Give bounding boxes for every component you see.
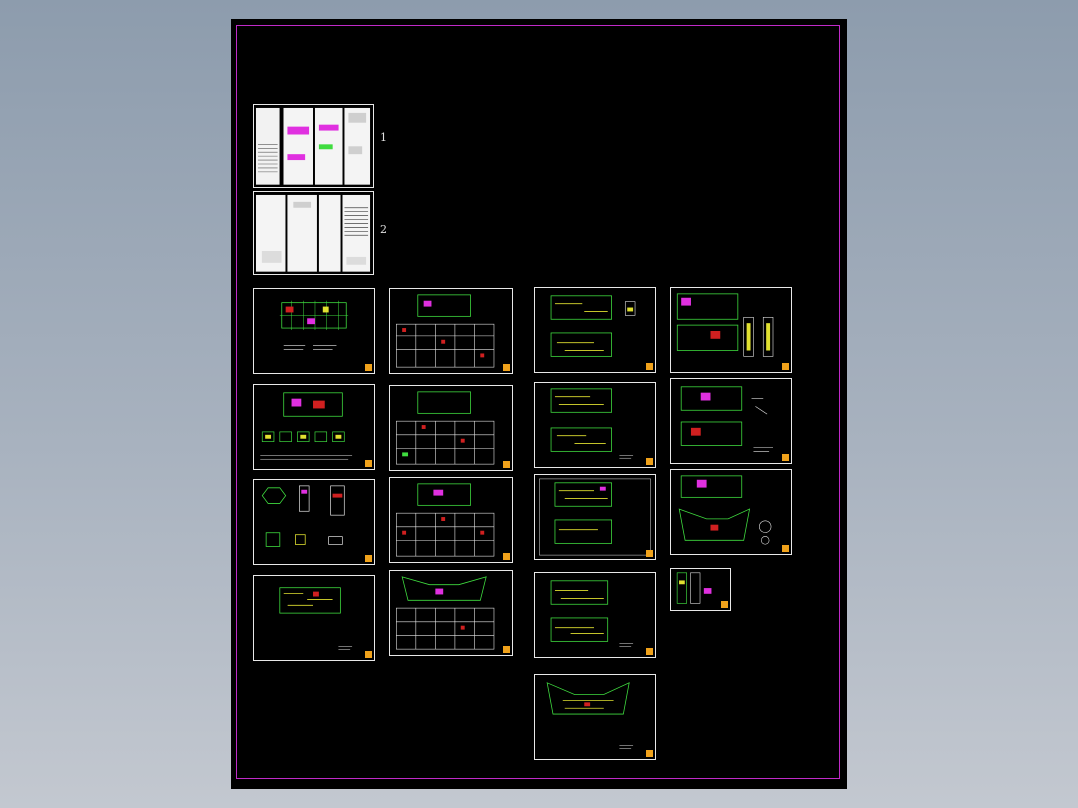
plan-sheet-c3-r3-drawing xyxy=(539,478,651,556)
table-sheet-c2-r2-drawing xyxy=(396,391,495,465)
title-block-stamp xyxy=(646,363,653,370)
plan-sheet-c1-r1[interactable] xyxy=(253,288,375,374)
title-block-stamp xyxy=(365,460,372,467)
detail-sheet-c1-r3[interactable] xyxy=(253,479,375,565)
plan-sheet-c3-r5-drawing xyxy=(546,682,634,749)
plan-sheet-c3-r2[interactable] xyxy=(534,382,656,468)
cover-sheet-2[interactable] xyxy=(253,191,374,275)
detail-sheet-c4-r3[interactable] xyxy=(670,469,792,555)
plan-sheet-c1-r2[interactable] xyxy=(253,384,375,470)
detail-sheet-c4-r2-drawing xyxy=(680,386,773,452)
detail-sheet-c4-r4[interactable] xyxy=(670,568,731,611)
plan-sheet-c1-r4-drawing xyxy=(279,587,353,650)
title-block-stamp xyxy=(365,555,372,562)
drawing-border xyxy=(236,25,840,779)
detail-sheet-c4-r1-drawing xyxy=(676,293,774,357)
sheet-index-label-2: 2 xyxy=(380,223,387,236)
table-sheet-c2-r2[interactable] xyxy=(389,385,513,471)
detail-sheet-c4-r1[interactable] xyxy=(670,287,792,373)
detail-sheet-c4-r3-drawing xyxy=(678,475,772,545)
table-sheet-c2-r1-drawing xyxy=(396,294,495,368)
title-block-stamp xyxy=(646,648,653,655)
plan-sheet-c3-r1-drawing xyxy=(550,295,636,357)
title-block-stamp xyxy=(782,363,789,370)
plan-sheet-c1-r4[interactable] xyxy=(253,575,375,661)
cover-sheet-1-drawing xyxy=(255,107,371,185)
sheet-index-label-1: 1 xyxy=(380,131,387,144)
plan-sheet-c3-r2-drawing xyxy=(550,388,634,459)
plan-sheet-c3-r1[interactable] xyxy=(534,287,656,373)
title-block-stamp xyxy=(782,454,789,461)
table-sheet-c2-r1[interactable] xyxy=(389,288,513,374)
title-block-stamp xyxy=(646,458,653,465)
detail-sheet-c4-r4-drawing xyxy=(676,572,712,604)
cad-model-space[interactable]: 1 2 xyxy=(231,19,847,789)
title-block-stamp xyxy=(503,553,510,560)
plan-sheet-c3-r4[interactable] xyxy=(534,572,656,658)
title-block-stamp xyxy=(646,550,653,557)
plan-sheet-c3-r3[interactable] xyxy=(534,474,656,560)
cover-sheet-1[interactable] xyxy=(253,104,374,188)
detail-sheet-c4-r2[interactable] xyxy=(670,378,792,464)
title-block-stamp xyxy=(646,750,653,757)
title-block-stamp xyxy=(782,545,789,552)
plan-sheet-c3-r4-drawing xyxy=(550,580,634,647)
title-block-stamp xyxy=(365,364,372,371)
plan-sheet-c3-r5[interactable] xyxy=(534,674,656,760)
detail-sheet-c1-r3-drawing xyxy=(261,485,345,547)
table-sheet-c2-r4-drawing xyxy=(396,576,495,650)
table-sheet-c2-r4[interactable] xyxy=(389,570,513,656)
plan-sheet-c1-r1-drawing xyxy=(279,300,349,350)
title-block-stamp xyxy=(721,601,728,608)
plan-sheet-c1-r2-drawing xyxy=(260,392,353,460)
title-block-stamp xyxy=(503,461,510,468)
title-block-stamp xyxy=(503,646,510,653)
table-sheet-c2-r3-drawing xyxy=(396,483,495,557)
cover-sheet-2-drawing xyxy=(255,194,371,272)
title-block-stamp xyxy=(365,651,372,658)
title-block-stamp xyxy=(503,364,510,371)
table-sheet-c2-r3[interactable] xyxy=(389,477,513,563)
